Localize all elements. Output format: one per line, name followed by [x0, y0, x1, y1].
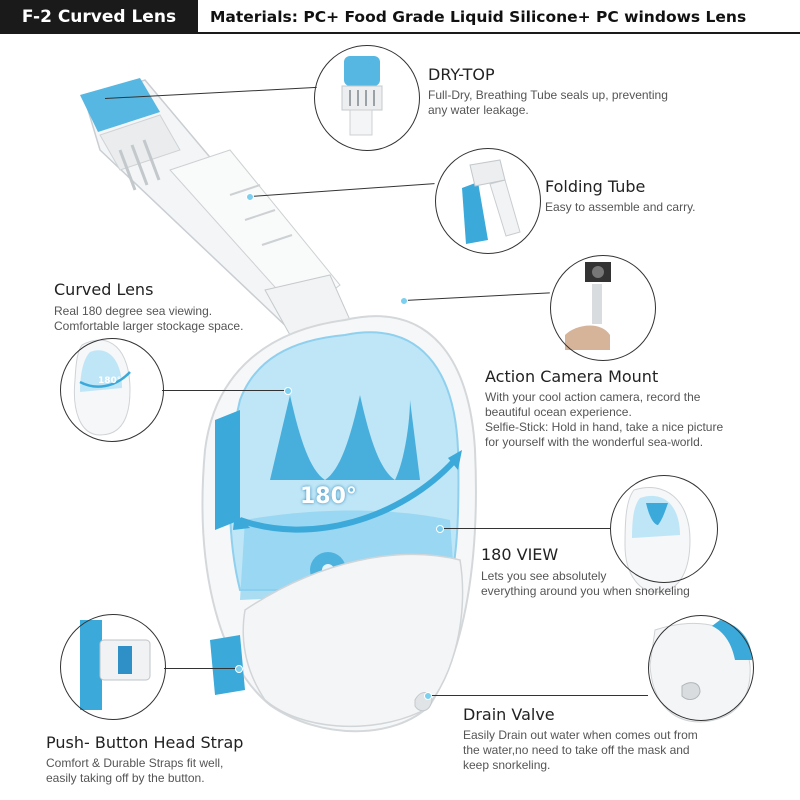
- curved-lens-desc: Real 180 degree sea viewing. Comfortable…: [54, 304, 244, 333]
- mask-frame: [201, 315, 477, 733]
- curved-lens-leader: [162, 390, 287, 391]
- view-angle-label: 180°: [300, 484, 357, 509]
- drain-valve-title: Drain Valve: [463, 705, 555, 724]
- action-camera-title: Action Camera Mount: [485, 367, 659, 386]
- header: F-2 Curved Lens Materials: PC+ Food Grad…: [0, 0, 800, 34]
- view-180-leader: [440, 528, 610, 529]
- view-marker-dot: [436, 525, 444, 533]
- view-180-title: 180 VIEW: [481, 545, 559, 564]
- head-strap-callout-circle: [60, 614, 166, 720]
- view-angle-arrow: [233, 450, 462, 533]
- header-underline: [198, 32, 800, 34]
- view-180-desc: Lets you see absolutely everything aroun…: [481, 569, 690, 598]
- head-strap-desc: Comfort & Durable Straps fit well, easil…: [46, 756, 224, 785]
- drain-valve-callout-circle: [648, 615, 754, 721]
- materials-text: Materials: PC+ Food Grade Liquid Silicon…: [210, 8, 747, 26]
- view-180-callout-circle: [610, 475, 718, 583]
- camera-marker-dot: [400, 297, 408, 305]
- action-camera-callout-circle: [550, 255, 656, 361]
- curved-lens-title: Curved Lens: [54, 280, 154, 299]
- product-badge: F-2 Curved Lens: [0, 0, 198, 34]
- drain-valve-leader: [430, 695, 648, 696]
- dry-top-desc: Full-Dry, Breathing Tube seals up, preve…: [428, 88, 668, 117]
- folding-tube-desc: Easy to assemble and carry.: [545, 200, 696, 214]
- folding-tube-callout-circle: [435, 148, 541, 254]
- drain-valve-desc: Easily Drain out water when comes out fr…: [463, 728, 698, 772]
- tube-marker-dot: [246, 193, 254, 201]
- folding-tube-title: Folding Tube: [545, 177, 646, 196]
- strap-marker-dot: [235, 665, 243, 673]
- head-strap-title: Push- Button Head Strap: [46, 733, 244, 752]
- lens-marker-dot: [284, 387, 292, 395]
- curved-lens-callout-circle: [60, 338, 164, 442]
- drain-marker-dot: [424, 692, 432, 700]
- action-camera-desc: With your cool action camera, record the…: [485, 390, 724, 449]
- dry-top-callout-circle: [314, 45, 420, 151]
- lens-thumb-label: 180°: [98, 376, 122, 386]
- dry-top-title: DRY-TOP: [428, 65, 495, 84]
- head-strap-leader: [164, 668, 238, 669]
